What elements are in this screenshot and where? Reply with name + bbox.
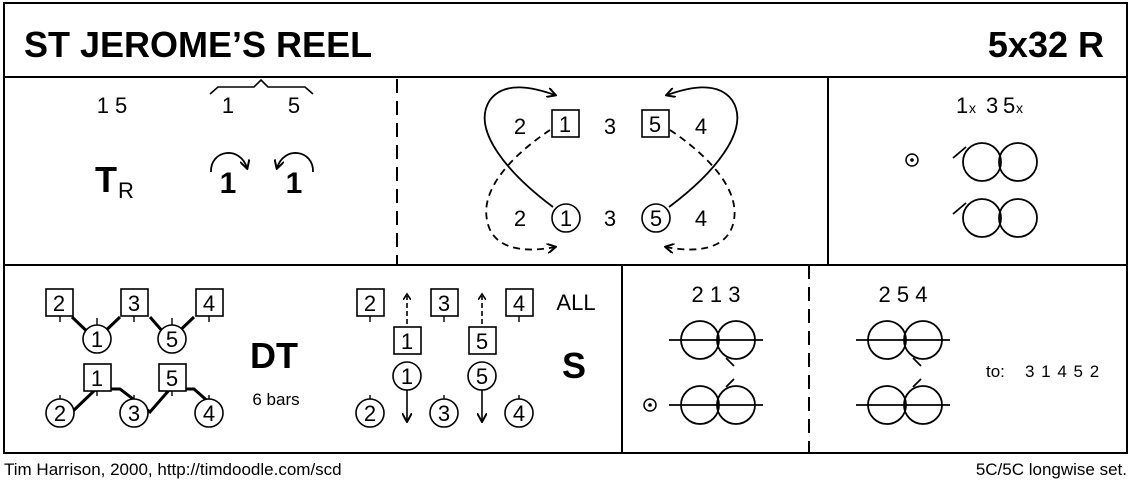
position-bottom-3: 3 <box>604 206 616 231</box>
brace-left-number: 1 <box>222 93 234 118</box>
s-woman-2: 2 <box>364 401 376 426</box>
figure-t-subscript: R <box>118 178 134 203</box>
reel-dancer-3: 5 <box>1003 93 1015 118</box>
turn-dancer-right: 1 <box>286 167 303 200</box>
reel-dancers: 2 1 3 <box>692 282 741 307</box>
woman-circle <box>641 203 671 233</box>
panel-reel-254: 2 5 4 to: 3 1 4 5 2 <box>856 282 1100 425</box>
dashed-dividers <box>396 79 810 453</box>
s-man-1: 1 <box>401 329 413 354</box>
path-dashed-arrow-icon <box>485 129 555 250</box>
woman-circle <box>157 324 187 354</box>
dt-man-5: 5 <box>166 366 178 391</box>
position-bottom-2: 2 <box>514 206 526 231</box>
woman-circle <box>45 398 75 428</box>
woman-circle <box>194 398 224 428</box>
clockwise-arrow-icon <box>210 152 247 173</box>
reel-symbol-icon <box>856 320 950 425</box>
dt-man-1: 1 <box>91 366 103 391</box>
man-box <box>83 363 112 392</box>
woman-circle <box>429 398 459 428</box>
start-icon <box>643 398 657 412</box>
start-icon <box>905 153 919 167</box>
man-box <box>505 288 534 317</box>
reel-dancer-1-cross: x <box>969 100 976 116</box>
bars-count: 6 bars <box>252 390 299 409</box>
reel-symbol-icon <box>952 142 1038 238</box>
position-top-3: 3 <box>604 114 616 139</box>
s-woman-1: 1 <box>401 364 413 389</box>
man-box <box>120 288 149 317</box>
panel-double-triangles: 2 3 4 1 5 1 5 2 3 4 DT 6 bars <box>45 288 300 428</box>
man-box <box>551 109 580 138</box>
dt-woman-2: 2 <box>54 401 66 426</box>
dt-woman-5: 5 <box>166 327 178 352</box>
s-man-3: 3 <box>438 291 450 316</box>
position-top-5: 5 <box>649 112 661 137</box>
dancers-label: 1 5 <box>97 93 128 118</box>
panel-cross-over: 2 1 3 5 4 2 1 3 5 4 <box>483 86 739 250</box>
final-order: 3 1 4 5 2 <box>1025 362 1100 381</box>
label-all: ALL <box>556 290 595 315</box>
figure-s: S <box>562 345 586 386</box>
dt-woman-4: 4 <box>203 401 215 426</box>
s-woman-4: 4 <box>513 401 525 426</box>
position-bottom-4: 4 <box>695 206 707 231</box>
panel-set: 2 3 4 ALL 1 5 1 5 2 3 4 S <box>355 288 596 428</box>
position-bottom-1: 1 <box>560 206 572 231</box>
dt-woman-3: 3 <box>128 401 140 426</box>
path-arrow-icon <box>483 86 555 208</box>
reel-dancer-1: 1 <box>956 93 968 118</box>
credit-line: Tim Harrison, 2000, http://timdoodle.com… <box>4 460 342 479</box>
figure-dt: DT <box>250 335 298 376</box>
panel-reel-of-three-top: 1 x 3 5 x <box>905 93 1038 238</box>
woman-circle <box>119 398 149 428</box>
path-dashed-arrow-icon <box>666 129 736 250</box>
to-label: to: <box>986 362 1005 381</box>
s-woman-3: 3 <box>438 401 450 426</box>
frame <box>3 2 1128 454</box>
reel-dancers: 2 5 4 <box>879 282 928 307</box>
s-man-5: 5 <box>476 329 488 354</box>
man-box <box>641 109 670 138</box>
dt-woman-1: 1 <box>91 327 103 352</box>
dance-format: 5x32 R <box>988 24 1104 65</box>
path-arrow-icon <box>667 86 739 208</box>
man-box <box>430 288 459 317</box>
brace-icon <box>209 78 314 95</box>
panel-reel-213: 2 1 3 <box>643 282 763 425</box>
figure-t: T <box>95 159 117 200</box>
dt-man-3: 3 <box>128 291 140 316</box>
position-top-4: 4 <box>695 114 707 139</box>
s-man-2: 2 <box>364 291 376 316</box>
man-box <box>195 288 224 317</box>
man-box <box>393 326 422 355</box>
position-top-2: 2 <box>514 114 526 139</box>
woman-circle <box>551 203 581 233</box>
position-top-1: 1 <box>559 112 571 137</box>
reel-dancer-3-cross: x <box>1016 100 1023 116</box>
position-bottom-5: 5 <box>650 206 662 231</box>
woman-circle <box>355 398 385 428</box>
reel-dancer-2: 3 <box>986 93 998 118</box>
panel-turn-right: 1 5 T R 1 5 1 1 <box>95 78 314 203</box>
woman-circle <box>82 324 112 354</box>
dt-man-2: 2 <box>53 291 65 316</box>
turn-dancer-left: 1 <box>220 167 237 200</box>
set-description: 5C/5C longwise set. <box>975 460 1127 479</box>
s-man-4: 4 <box>513 291 525 316</box>
man-box <box>356 288 385 317</box>
man-box <box>45 288 74 317</box>
dt-man-4: 4 <box>203 291 215 316</box>
man-box <box>158 363 187 392</box>
dance-title: ST JEROME’S REEL <box>24 24 372 65</box>
reel-symbol-icon <box>669 320 763 425</box>
s-woman-5: 5 <box>476 364 488 389</box>
man-box <box>468 326 497 355</box>
counterclockwise-arrow-icon <box>277 152 314 173</box>
woman-circle <box>504 398 534 428</box>
brace-right-number: 5 <box>288 93 300 118</box>
